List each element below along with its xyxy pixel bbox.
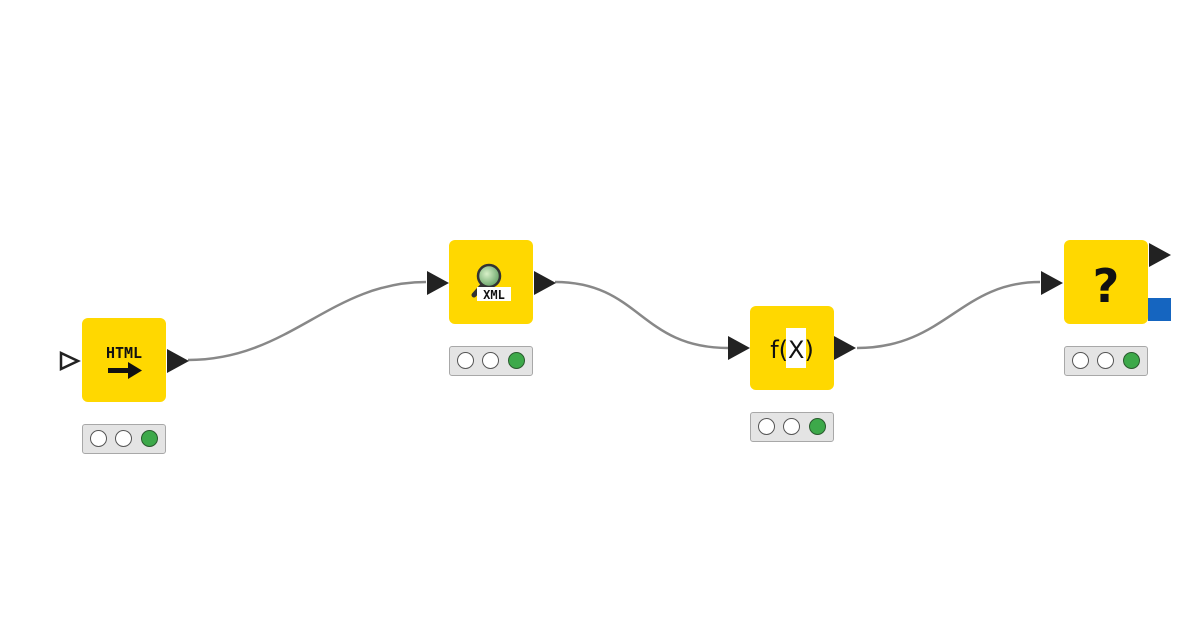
status-light-1 bbox=[758, 418, 775, 435]
svg-text:?: ? bbox=[1093, 259, 1120, 313]
connection-1-2[interactable] bbox=[187, 280, 427, 362]
status-light-1 bbox=[1072, 352, 1089, 369]
flow-input-port[interactable] bbox=[58, 350, 82, 372]
node-unknown[interactable]: ? ? bbox=[1064, 240, 1148, 324]
status-light-3 bbox=[1123, 352, 1140, 369]
magnifier-xml-icon: XML bbox=[471, 263, 511, 302]
status-light-3 bbox=[508, 352, 525, 369]
svg-text:HTML: HTML bbox=[106, 344, 142, 362]
node-3-output-port[interactable] bbox=[833, 335, 857, 361]
question-mark-icon: ? bbox=[1093, 259, 1120, 313]
node-xml-xpath[interactable]: XML XML bbox=[449, 240, 533, 324]
node-1-status-indicator bbox=[82, 424, 166, 454]
node-string-manipulation[interactable]: f(X) f(X) bbox=[750, 306, 834, 390]
status-light-2 bbox=[482, 352, 499, 369]
node-2-status-indicator bbox=[449, 346, 533, 376]
node-3-status-indicator bbox=[750, 412, 834, 442]
connection-3-4[interactable] bbox=[856, 280, 1041, 350]
node-2-output-port[interactable] bbox=[533, 270, 557, 296]
node-4-input-port[interactable] bbox=[1040, 270, 1064, 296]
node-4-output-port[interactable] bbox=[1148, 242, 1172, 268]
function-x-icon: f(X) bbox=[770, 328, 814, 368]
svg-text:f(X): f(X) bbox=[770, 336, 814, 364]
status-light-1 bbox=[457, 352, 474, 369]
status-light-2 bbox=[783, 418, 800, 435]
node-4-flow-port[interactable] bbox=[1148, 298, 1171, 321]
status-light-1 bbox=[90, 430, 107, 447]
svg-text:XML: XML bbox=[483, 288, 505, 302]
node-2-input-port[interactable] bbox=[426, 270, 450, 296]
status-light-3 bbox=[809, 418, 826, 435]
html-arrow-icon: HTML bbox=[106, 344, 142, 379]
status-light-2 bbox=[115, 430, 132, 447]
status-light-2 bbox=[1097, 352, 1114, 369]
status-light-3 bbox=[141, 430, 158, 447]
node-3-input-port[interactable] bbox=[727, 335, 751, 361]
node-1-output-port[interactable] bbox=[166, 348, 190, 374]
connection-2-3[interactable] bbox=[554, 280, 729, 350]
node-4-status-indicator bbox=[1064, 346, 1148, 376]
node-html-input[interactable]: HTML HTML bbox=[82, 318, 166, 402]
